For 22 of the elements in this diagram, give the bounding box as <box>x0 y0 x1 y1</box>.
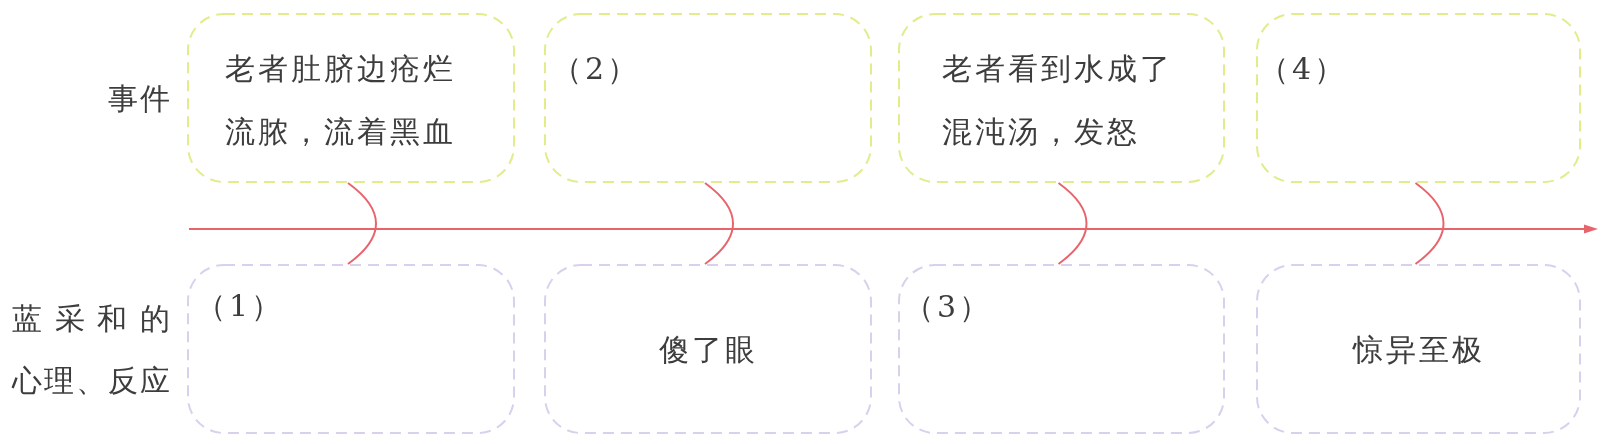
row-label: 事件 <box>108 80 172 118</box>
row-label: 蓝采和的心理、反应 <box>12 300 172 400</box>
blank-number: （3） <box>904 288 993 326</box>
connector-arc <box>1057 182 1088 265</box>
blank-number: （1） <box>196 287 285 325</box>
answer-box <box>544 13 872 183</box>
connector-arc <box>704 182 734 265</box>
reaction-box <box>544 264 872 434</box>
reaction-box <box>1256 264 1581 434</box>
connector-arc <box>347 182 377 265</box>
connector-arc <box>1414 182 1445 265</box>
event-text: 老者肚脐边疮烂流脓，流着黑血 <box>225 50 457 151</box>
reaction-text: 傻了眼 <box>658 330 758 369</box>
answer-box <box>1256 13 1581 183</box>
event-box <box>187 13 515 183</box>
answer-box <box>187 264 515 434</box>
event-text: 老者看到水成了混沌汤，发怒 <box>942 50 1174 151</box>
event-box <box>898 13 1225 183</box>
blank-number: （4） <box>1259 50 1348 88</box>
blank-number: （2） <box>552 50 641 88</box>
answer-box <box>898 264 1225 434</box>
reaction-text: 惊异至极 <box>1352 330 1485 369</box>
